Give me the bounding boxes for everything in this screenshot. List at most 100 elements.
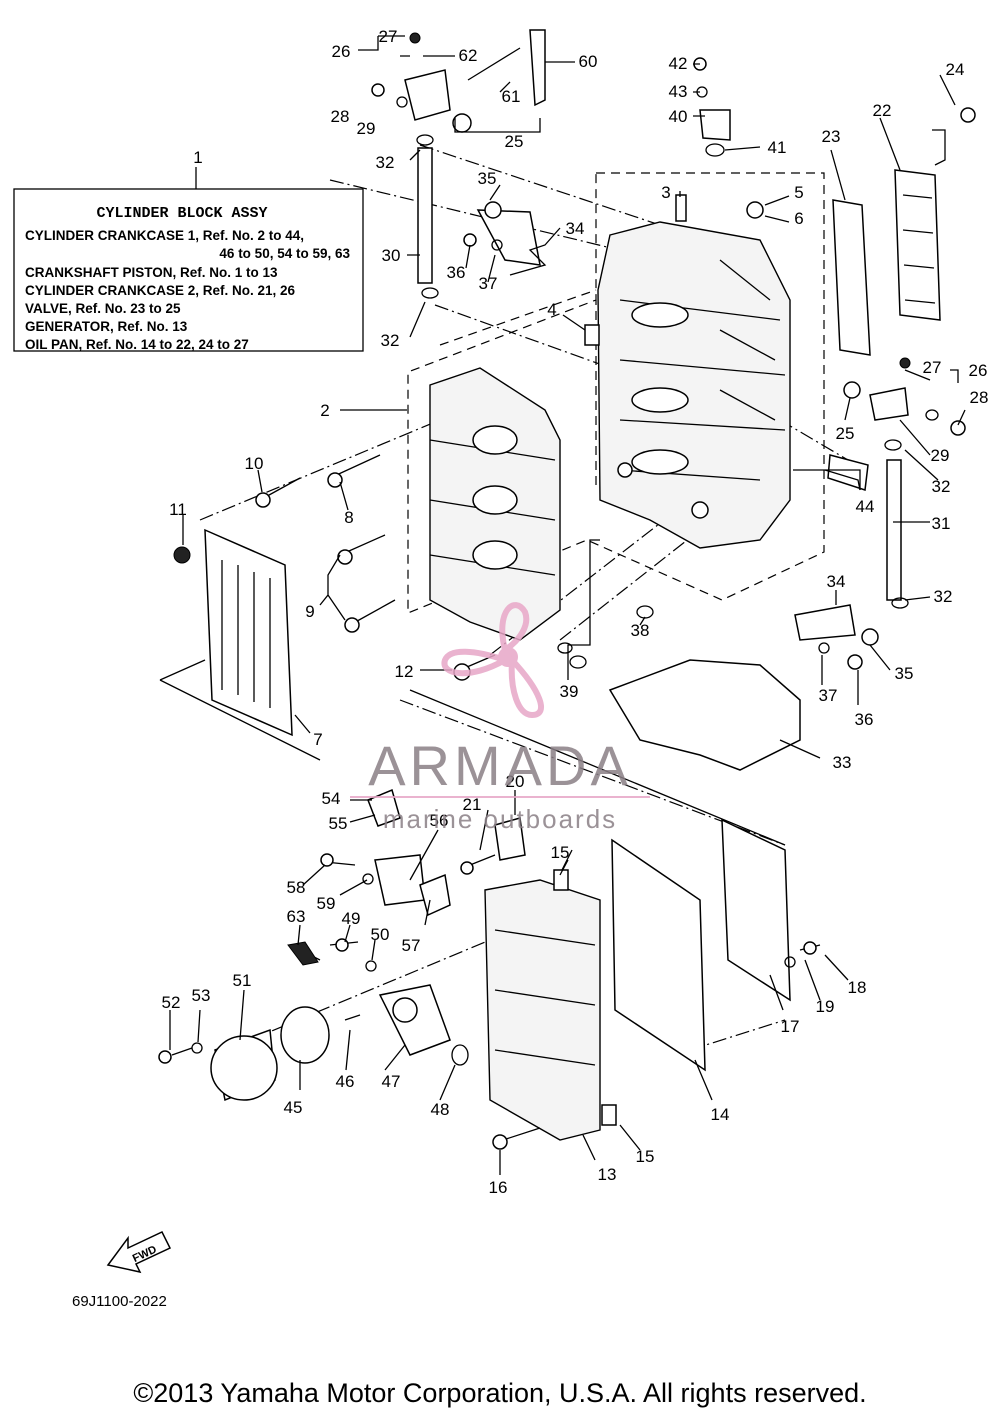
callout-56: 56 bbox=[430, 811, 449, 830]
callout-34: 34 bbox=[566, 219, 585, 238]
cover-plate bbox=[159, 528, 321, 761]
callout-50: 50 bbox=[371, 925, 390, 944]
callout-12: 12 bbox=[395, 662, 414, 681]
callout-19: 19 bbox=[816, 997, 835, 1016]
lower-case bbox=[409, 689, 791, 1141]
part-callouts: 1 2 3 4 5 6 7 8 9 10 11 12 13 14 15 15 1… bbox=[162, 27, 989, 1197]
callout-39: 39 bbox=[560, 682, 579, 701]
callout-33: 33 bbox=[833, 753, 852, 772]
callout-26: 26 bbox=[332, 42, 351, 61]
oil-filter-group bbox=[210, 854, 451, 1102]
leader-lines bbox=[169, 35, 966, 1175]
callout-37: 37 bbox=[479, 274, 498, 293]
callout-35: 35 bbox=[895, 664, 914, 683]
callout-28: 28 bbox=[970, 388, 989, 407]
callout-24: 24 bbox=[946, 60, 965, 79]
callout-53: 53 bbox=[192, 986, 211, 1005]
callout-34: 34 bbox=[827, 572, 846, 591]
legend-title: CYLINDER BLOCK ASSY bbox=[96, 205, 267, 222]
callout-29: 29 bbox=[357, 119, 376, 138]
callout-36: 36 bbox=[447, 263, 466, 282]
callout-15: 15 bbox=[551, 843, 570, 862]
legend-line: OIL PAN, Ref. No. 14 to 22, 24 to 27 bbox=[25, 337, 249, 352]
callout-9: 9 bbox=[305, 602, 314, 621]
callout-13: 13 bbox=[598, 1165, 617, 1184]
callout-4: 4 bbox=[547, 300, 556, 319]
callout-18: 18 bbox=[848, 978, 867, 997]
legend-line: CRANKSHAFT PISTON, Ref. No. 1 to 13 bbox=[25, 265, 278, 280]
callout-26: 26 bbox=[969, 361, 988, 380]
callout-49: 49 bbox=[342, 909, 361, 928]
callout-40: 40 bbox=[669, 107, 688, 126]
callout-1: 1 bbox=[193, 148, 202, 167]
forward-arrow-icon: FWD bbox=[106, 1231, 172, 1274]
callout-22: 22 bbox=[873, 101, 892, 120]
callout-44: 44 bbox=[856, 497, 875, 516]
callout-3: 3 bbox=[661, 183, 670, 202]
legend-line: CYLINDER CRANKCASE 2, Ref. No. 21, 26 bbox=[25, 283, 296, 298]
legend-line: VALVE, Ref. No. 23 to 25 bbox=[25, 301, 181, 316]
callout-30: 30 bbox=[382, 246, 401, 265]
callout-54: 54 bbox=[322, 789, 341, 808]
callout-6: 6 bbox=[794, 209, 803, 228]
callout-52: 52 bbox=[162, 993, 181, 1012]
callout-55: 55 bbox=[329, 814, 348, 833]
callout-35: 35 bbox=[478, 169, 497, 188]
callout-45: 45 bbox=[284, 1098, 303, 1117]
watermark-brand: ARMADA bbox=[368, 734, 632, 797]
callout-27: 27 bbox=[923, 358, 942, 377]
callout-11: 11 bbox=[169, 500, 187, 519]
callout-51: 51 bbox=[233, 971, 252, 990]
callout-28: 28 bbox=[331, 107, 350, 126]
legend-line: CYLINDER CRANKCASE 1, Ref. No. 2 to 44, bbox=[25, 228, 304, 243]
callout-15: 15 bbox=[636, 1147, 655, 1166]
callout-41: 41 bbox=[768, 138, 787, 157]
callout-36: 36 bbox=[855, 710, 874, 729]
legend-box: CYLINDER BLOCK ASSY CYLINDER CRANKCASE 1… bbox=[13, 167, 364, 352]
callout-5: 5 bbox=[794, 183, 803, 202]
small-hardware bbox=[158, 29, 976, 1150]
callout-25: 25 bbox=[836, 424, 855, 443]
callout-32: 32 bbox=[381, 331, 400, 350]
callout-32: 32 bbox=[932, 477, 951, 496]
callout-59: 59 bbox=[317, 894, 336, 913]
callout-23: 23 bbox=[822, 127, 841, 146]
copyright-notice: ©2013 Yamaha Motor Corporation, U.S.A. A… bbox=[133, 1378, 867, 1408]
callout-10: 10 bbox=[245, 454, 264, 473]
legend-line: GENERATOR, Ref. No. 13 bbox=[25, 319, 188, 334]
callout-29: 29 bbox=[931, 446, 950, 465]
callout-16: 16 bbox=[489, 1178, 508, 1197]
callout-58: 58 bbox=[287, 878, 306, 897]
callout-61: 61 bbox=[502, 87, 521, 106]
callout-46: 46 bbox=[336, 1072, 355, 1091]
callout-62: 62 bbox=[459, 46, 478, 65]
callout-14: 14 bbox=[711, 1105, 730, 1124]
propeller-logo-icon bbox=[441, 602, 544, 719]
watermark: ARMADA marine outboards bbox=[350, 602, 650, 834]
watermark-tagline: marine outboards bbox=[383, 804, 617, 834]
callout-32: 32 bbox=[376, 153, 395, 172]
callout-48: 48 bbox=[431, 1100, 450, 1119]
callout-27: 27 bbox=[379, 27, 398, 46]
callout-8: 8 bbox=[344, 508, 353, 527]
callout-57: 57 bbox=[402, 936, 421, 955]
callout-2: 2 bbox=[320, 401, 329, 420]
callout-42: 42 bbox=[669, 54, 688, 73]
callout-37: 37 bbox=[819, 686, 838, 705]
callout-31: 31 bbox=[932, 514, 951, 533]
callout-32: 32 bbox=[934, 587, 953, 606]
callout-20: 20 bbox=[506, 772, 525, 791]
callout-17: 17 bbox=[781, 1017, 800, 1036]
callout-38: 38 bbox=[631, 621, 650, 640]
crankcase-half bbox=[429, 367, 561, 641]
callout-21: 21 bbox=[463, 795, 482, 814]
gasket-33 bbox=[608, 659, 801, 771]
callout-25: 25 bbox=[505, 132, 524, 151]
callout-63: 63 bbox=[287, 907, 306, 926]
gaskets-right bbox=[832, 169, 941, 356]
callout-60: 60 bbox=[579, 52, 598, 71]
legend-line: 46 to 50, 54 to 59, 63 bbox=[219, 246, 350, 261]
cylinder-block bbox=[597, 221, 791, 549]
callout-7: 7 bbox=[313, 730, 322, 749]
